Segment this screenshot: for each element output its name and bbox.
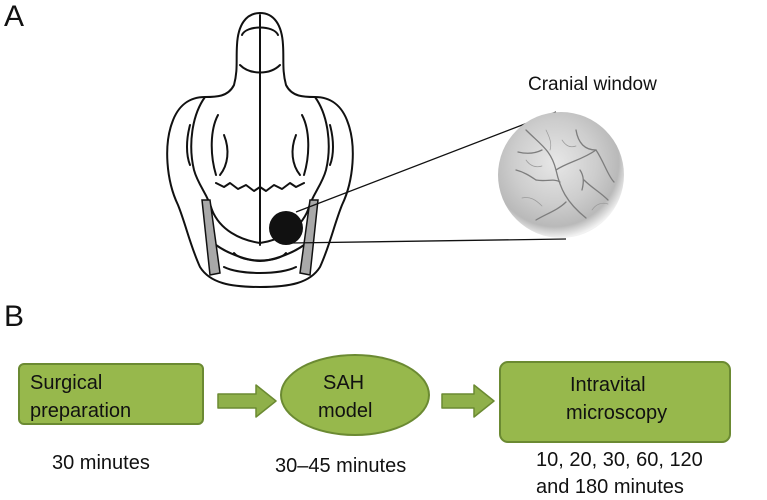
rat-skull-drawing [166,12,354,288]
step2-line1: SAH [323,372,365,394]
zoom-lines [289,111,567,244]
right-arrow-icon [441,384,495,418]
step1-line1: Surgical [30,372,103,394]
panel-label-b: B [4,300,25,333]
right-arrow-icon [217,384,277,418]
step2-duration: 30–45 minutes [275,455,407,477]
step3-line2: microscopy [566,402,668,424]
step3-duration-line1: 10, 20, 30, 60, 120 [536,449,703,471]
panel-label-a: A [4,0,25,33]
cranial-window-image [498,112,624,238]
step1-line2: preparation [30,400,132,422]
intravital-microscopy-box [499,361,731,443]
surgical-preparation-box [18,363,204,425]
step1-duration: 30 minutes [52,452,150,474]
step2-line2: model [318,400,373,422]
step3-line1: Intravital [570,374,646,396]
step3-duration-line2: and 180 minutes [536,476,684,498]
cranial-window-label: Cranial window [528,74,657,95]
sah-model-ellipse [280,354,430,436]
